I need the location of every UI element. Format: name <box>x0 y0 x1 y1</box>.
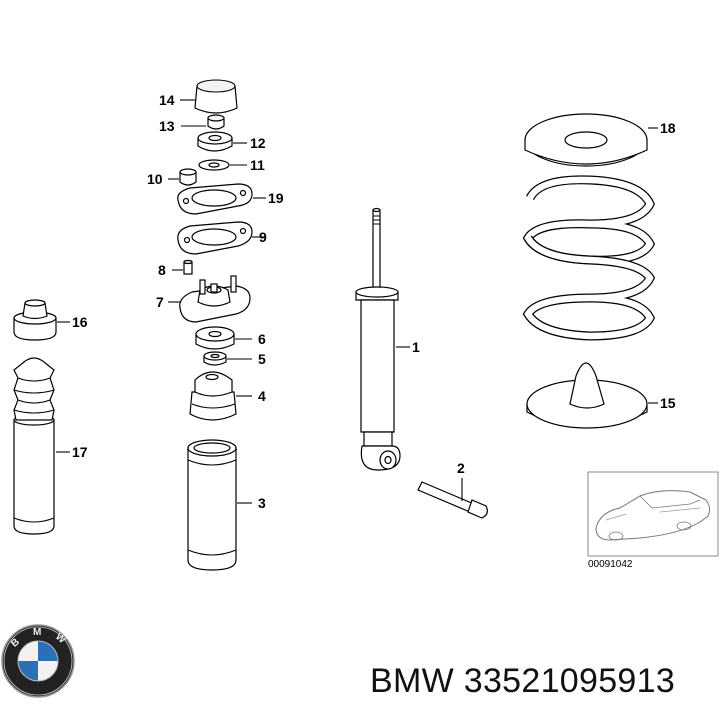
callout-1: 1 <box>412 339 420 355</box>
callout-4: 4 <box>258 388 266 404</box>
callout-16: 16 <box>72 314 88 330</box>
part-2-bolt <box>417 478 488 519</box>
callout-3: 3 <box>258 495 266 511</box>
callout-19: 19 <box>268 190 284 206</box>
vehicle-reference-thumbnail <box>587 471 719 557</box>
part-9-plate <box>177 221 264 255</box>
callout-6: 6 <box>258 331 266 347</box>
callout-9: 9 <box>259 229 267 245</box>
part-13-nut <box>181 114 225 130</box>
callout-12: 12 <box>250 135 266 151</box>
part-8-stud <box>172 259 193 275</box>
callout-8: 8 <box>158 262 166 278</box>
bmw-roundel-icon: B M W <box>1 624 75 698</box>
callout-5: 5 <box>258 351 266 367</box>
part-15-lower-spring-pad <box>526 362 658 429</box>
part-5-bushing <box>203 351 252 366</box>
part-10-nut <box>168 168 197 186</box>
part-17-bellows <box>13 357 70 535</box>
part-7-support-bearing <box>168 275 251 323</box>
caption-part-number: 33521095913 <box>463 662 676 700</box>
callout-18: 18 <box>660 120 676 136</box>
callout-14: 14 <box>159 92 175 108</box>
part-12-washer <box>197 131 247 152</box>
coil-spring <box>522 175 656 341</box>
part-6-mount-ring <box>195 326 252 350</box>
part-3-dust-tube <box>187 439 252 571</box>
svg-text:M: M <box>33 627 41 638</box>
callout-7: 7 <box>156 294 164 310</box>
part-1-shock-absorber <box>355 207 410 471</box>
callout-13: 13 <box>159 118 175 134</box>
diagram-reference-number: 00091042 <box>588 559 633 570</box>
part-11-washer <box>198 159 247 171</box>
part-18-upper-spring-pad <box>524 113 658 167</box>
part-16-bump-cap <box>13 299 70 341</box>
callout-2: 2 <box>457 460 465 476</box>
callout-10: 10 <box>147 171 163 187</box>
part-4-bump-stop <box>189 371 252 421</box>
part-19-gasket <box>177 183 266 215</box>
callout-11: 11 <box>250 157 265 173</box>
part-14-top-cap <box>180 79 238 114</box>
callout-15: 15 <box>660 395 676 411</box>
part-caption: BMW 33521095913 <box>370 662 675 701</box>
callout-17: 17 <box>72 444 88 460</box>
caption-brand: BMW <box>370 662 454 700</box>
